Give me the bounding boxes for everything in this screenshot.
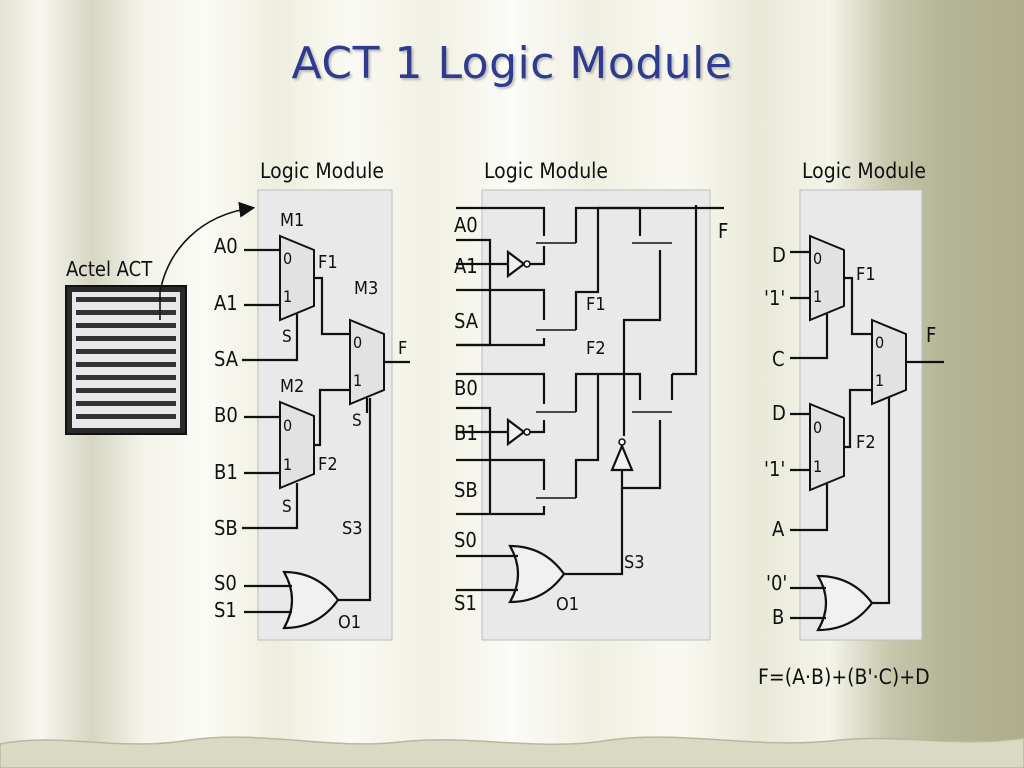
- panel-2-header: Logic Module: [484, 159, 608, 183]
- p2-label-f1: F1: [586, 294, 606, 315]
- p2-label-f: F: [718, 219, 728, 243]
- p3-label-one-bottom: '1': [764, 457, 785, 481]
- p1-label-s0: S0: [214, 571, 237, 595]
- p3-label-a: A: [772, 517, 785, 541]
- chip-label: Actel ACT: [66, 257, 153, 281]
- p2-label-sa: SA: [454, 309, 479, 333]
- panel-3-header: Logic Module: [802, 159, 926, 183]
- p2-label-s1: S1: [454, 591, 477, 615]
- p2-label-o1: O1: [556, 594, 579, 615]
- p3-label-d-top: D: [772, 243, 786, 267]
- svg-text:1: 1: [283, 287, 292, 306]
- p2-label-a0: A0: [454, 213, 478, 237]
- logic-module-panel-1: Logic Module A0 A1 SA B0 B1 SB S0 S1 M1 …: [214, 159, 410, 641]
- svg-text:0: 0: [813, 249, 822, 268]
- p3-label-d-bottom: D: [772, 401, 786, 425]
- svg-text:S: S: [352, 411, 362, 431]
- p1-label-m1: M1: [280, 210, 304, 231]
- drape-floor-decoration: [0, 736, 1024, 768]
- svg-text:0: 0: [813, 418, 822, 437]
- p1-label-m2: M2: [280, 376, 304, 397]
- p2-label-s3: S3: [624, 552, 645, 573]
- p1-label-s1: S1: [214, 598, 237, 622]
- svg-text:1: 1: [353, 371, 362, 390]
- svg-text:1: 1: [813, 287, 822, 306]
- mux-m3: [349, 318, 385, 406]
- p1-label-b1: B1: [214, 460, 238, 484]
- svg-text:0: 0: [353, 333, 362, 352]
- svg-text:S: S: [282, 327, 292, 347]
- p3-label-f: F: [926, 323, 936, 347]
- svg-text:0: 0: [283, 416, 292, 435]
- p3-label-f1: F1: [856, 264, 876, 285]
- panel-2-wires: [456, 205, 724, 592]
- slide-title: ACT 1 Logic Module: [291, 38, 733, 89]
- p1-label-o1: O1: [338, 612, 361, 633]
- p3-label-f2: F2: [856, 432, 876, 453]
- svg-text:1: 1: [813, 457, 822, 476]
- p1-label-sb: SB: [214, 516, 238, 540]
- p3-label-b: B: [772, 605, 784, 629]
- chip-cell-rows: [76, 297, 176, 419]
- mux-m2: [279, 400, 315, 490]
- mux-m1: [279, 234, 315, 322]
- panel-3-wires: [790, 250, 944, 620]
- mux-f1: [809, 234, 845, 322]
- p1-label-m3: M3: [354, 278, 378, 299]
- panel-1-wires: [242, 248, 410, 614]
- p1-label-f1: F1: [318, 252, 338, 273]
- p2-label-f2: F2: [586, 338, 606, 359]
- p2-label-sb: SB: [454, 478, 478, 502]
- p1-label-a1: A1: [214, 291, 238, 315]
- p1-label-a0: A0: [214, 234, 238, 258]
- svg-text:0: 0: [875, 333, 884, 352]
- p2-label-a1: A1: [454, 254, 478, 278]
- or-gate-panel-3: [816, 574, 874, 632]
- p2-label-b0: B0: [454, 376, 478, 400]
- boolean-equation: F=(A·B)+(B'·C)+D: [758, 665, 930, 689]
- p1-label-f2: F2: [318, 454, 338, 475]
- chip-arrow: [159, 201, 256, 320]
- actel-act-chip: Actel ACT: [65, 201, 256, 435]
- logic-module-panel-2: Logic Module A0 A1 SA B0 B1 SB S0 S1 F1 …: [454, 159, 728, 641]
- svg-text:1: 1: [283, 455, 292, 474]
- p3-label-c: C: [772, 347, 785, 371]
- p1-label-b0: B0: [214, 403, 238, 427]
- svg-text:0: 0: [283, 249, 292, 268]
- logic-module-panel-3: Logic Module D '1' C D '1' A '0' B 0 1 F…: [758, 159, 944, 689]
- p1-label-s3: S3: [342, 518, 363, 539]
- p1-label-sa: SA: [214, 347, 239, 371]
- p2-label-s0: S0: [454, 528, 477, 552]
- or-gate-o1: [282, 570, 340, 630]
- mux-f2: [809, 402, 845, 492]
- p3-label-one-top: '1': [764, 286, 785, 310]
- or-gate-o1-panel-2: [508, 544, 566, 604]
- svg-text:1: 1: [875, 371, 884, 390]
- p3-label-zero: '0': [766, 571, 787, 595]
- panel-1-header: Logic Module: [260, 159, 384, 183]
- svg-text:S: S: [282, 497, 292, 517]
- p1-label-f: F: [398, 338, 407, 359]
- mux-f: [871, 318, 907, 406]
